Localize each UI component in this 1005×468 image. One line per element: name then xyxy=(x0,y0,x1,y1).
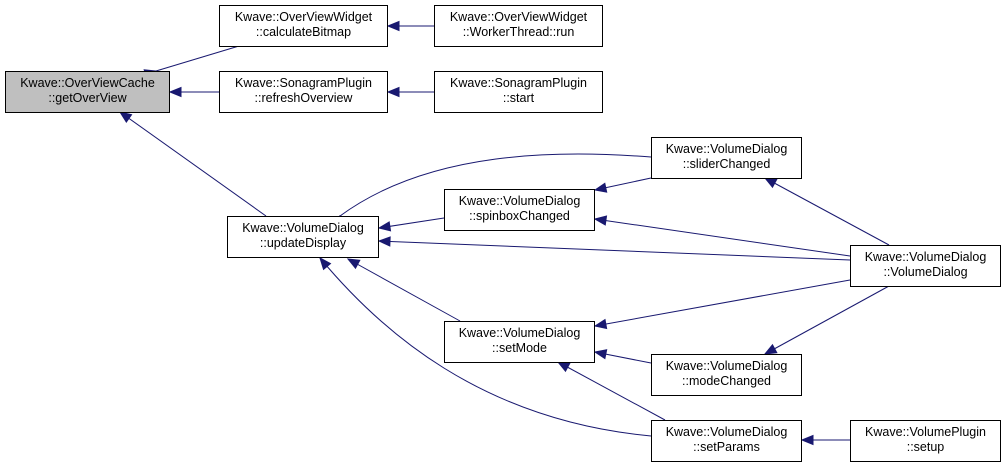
node-label-line: Kwave::OverViewWidget xyxy=(450,10,588,24)
edge-line xyxy=(557,361,666,421)
node-label-line: Kwave::VolumeDialog xyxy=(666,142,788,156)
node-label-line: Kwave::VolumeDialog xyxy=(666,359,788,373)
node-box[interactable] xyxy=(434,71,603,113)
node-box[interactable] xyxy=(219,5,388,47)
node-label-line: Kwave::VolumeDialog xyxy=(459,326,581,340)
node-label-line: Kwave::SonagramPlugin xyxy=(235,76,372,90)
node-modeChanged[interactable]: Kwave::VolumeDialog::modeChanged xyxy=(651,354,802,396)
node-label-line: ::getOverView xyxy=(48,91,127,105)
edge-volumeDialogCtor-to-modeChanged xyxy=(763,285,890,355)
node-calculateBitmap[interactable]: Kwave::OverViewWidget::calculateBitmap xyxy=(219,5,388,47)
edge-volumeDialogCtor-to-sliderChanged xyxy=(763,177,890,246)
node-label-line: ::setup xyxy=(907,440,945,454)
node-spinboxChanged[interactable]: Kwave::VolumeDialog::spinboxChanged xyxy=(444,189,595,231)
edge-updateDisplay-to-getOverView xyxy=(118,111,267,217)
edge-spinboxChanged-to-updateDisplay xyxy=(377,217,445,232)
nodes-layer: Kwave::OverViewCache::getOverViewKwave::… xyxy=(5,5,1001,462)
node-box[interactable] xyxy=(219,71,388,113)
node-box[interactable] xyxy=(434,5,603,47)
node-label-line: Kwave::SonagramPlugin xyxy=(450,76,587,90)
node-label-line: ::WorkerThread::run xyxy=(463,25,575,39)
arrowhead-icon xyxy=(763,177,778,189)
node-label-line: ::refreshOverview xyxy=(255,91,354,105)
edge-sonagramStart-to-refreshOverview xyxy=(386,86,434,98)
edge-setParams-to-setMode xyxy=(556,361,666,421)
node-pluginSetup[interactable]: Kwave::VolumePlugin::setup xyxy=(850,420,1001,462)
node-box[interactable] xyxy=(651,137,802,179)
arrowhead-icon xyxy=(763,343,778,355)
node-label-line: Kwave::VolumeDialog xyxy=(459,194,581,208)
arrowhead-icon xyxy=(593,318,608,330)
edge-setMode-to-updateDisplay xyxy=(346,258,461,322)
node-sliderChanged[interactable]: Kwave::VolumeDialog::sliderChanged xyxy=(651,137,802,179)
node-label-line: ::modeChanged xyxy=(682,374,771,388)
node-box[interactable] xyxy=(651,354,802,396)
edge-line xyxy=(319,257,652,437)
node-sonagramStart[interactable]: Kwave::SonagramPlugin::start xyxy=(434,71,603,113)
node-label-line: Kwave::OverViewCache xyxy=(20,76,155,90)
node-box[interactable] xyxy=(5,71,170,113)
node-label-line: Kwave::VolumePlugin xyxy=(865,425,986,439)
node-label-line: ::setParams xyxy=(693,440,760,454)
edge-volumeDialogCtor-to-spinboxChanged xyxy=(593,215,851,257)
node-box[interactable] xyxy=(444,321,595,363)
edge-line xyxy=(339,153,652,217)
edge-line xyxy=(594,279,851,327)
edge-line xyxy=(155,45,240,72)
arrowhead-icon xyxy=(346,258,361,270)
arrowhead-icon xyxy=(168,86,182,98)
edge-sliderChanged-to-spinboxChanged xyxy=(593,177,652,193)
edge-refreshOverview-to-getOverView xyxy=(168,86,219,98)
node-label-line: ::VolumeDialog xyxy=(883,265,967,279)
node-label-line: Kwave::VolumeDialog xyxy=(666,425,788,439)
arrowhead-icon xyxy=(593,182,608,193)
arrowhead-icon xyxy=(118,111,133,123)
arrowhead-icon xyxy=(377,221,392,232)
arrowhead-icon xyxy=(386,86,400,98)
node-volumeDialogCtor[interactable]: Kwave::VolumeDialog::VolumeDialog xyxy=(850,245,1001,287)
node-workerRun[interactable]: Kwave::OverViewWidget::WorkerThread::run xyxy=(434,5,603,47)
node-label-line: ::updateDisplay xyxy=(260,236,347,250)
edges-layer xyxy=(118,20,890,446)
edge-line xyxy=(594,218,851,257)
node-refreshOverview[interactable]: Kwave::SonagramPlugin::refreshOverview xyxy=(219,71,388,113)
edge-volumeDialogCtor-to-updateDisplay xyxy=(377,236,851,261)
arrowhead-icon xyxy=(386,20,400,32)
arrowhead-icon xyxy=(593,349,608,360)
node-getOverView[interactable]: Kwave::OverViewCache::getOverView xyxy=(5,71,170,113)
edge-line xyxy=(764,177,890,246)
node-label-line: ::calculateBitmap xyxy=(256,25,351,39)
edge-pluginSetup-to-setParams xyxy=(800,434,850,446)
node-label-line: Kwave::OverViewWidget xyxy=(235,10,373,24)
node-label-line: Kwave::VolumeDialog xyxy=(242,221,364,235)
node-label-line: Kwave::VolumeDialog xyxy=(865,250,987,264)
edge-setParams-to-updateDisplay xyxy=(319,256,652,437)
edge-modeChanged-to-setMode xyxy=(593,349,652,364)
node-label-line: ::setMode xyxy=(492,341,547,355)
node-box[interactable] xyxy=(651,420,802,462)
node-label-line: ::start xyxy=(503,91,535,105)
arrowhead-icon xyxy=(377,236,391,247)
node-setParams[interactable]: Kwave::VolumeDialog::setParams xyxy=(651,420,802,462)
arrowhead-icon xyxy=(556,361,571,373)
edge-line xyxy=(378,240,851,261)
node-box[interactable] xyxy=(850,245,1001,287)
edge-line xyxy=(347,258,461,322)
node-box[interactable] xyxy=(444,189,595,231)
node-label-line: ::sliderChanged xyxy=(683,157,771,171)
node-setMode[interactable]: Kwave::VolumeDialog::setMode xyxy=(444,321,595,363)
edge-workerRun-to-calculateBitmap xyxy=(386,20,434,32)
node-updateDisplay[interactable]: Kwave::VolumeDialog::updateDisplay xyxy=(227,216,379,258)
node-box[interactable] xyxy=(227,216,379,258)
node-box[interactable] xyxy=(850,420,1001,462)
edge-line xyxy=(119,111,267,217)
arrowhead-icon xyxy=(800,434,814,446)
arrowhead-icon xyxy=(319,256,332,271)
node-label-line: ::spinboxChanged xyxy=(469,209,570,223)
arrowhead-icon xyxy=(593,215,608,226)
edge-line xyxy=(764,285,890,355)
edge-volumeDialogCtor-to-setMode xyxy=(593,279,851,330)
